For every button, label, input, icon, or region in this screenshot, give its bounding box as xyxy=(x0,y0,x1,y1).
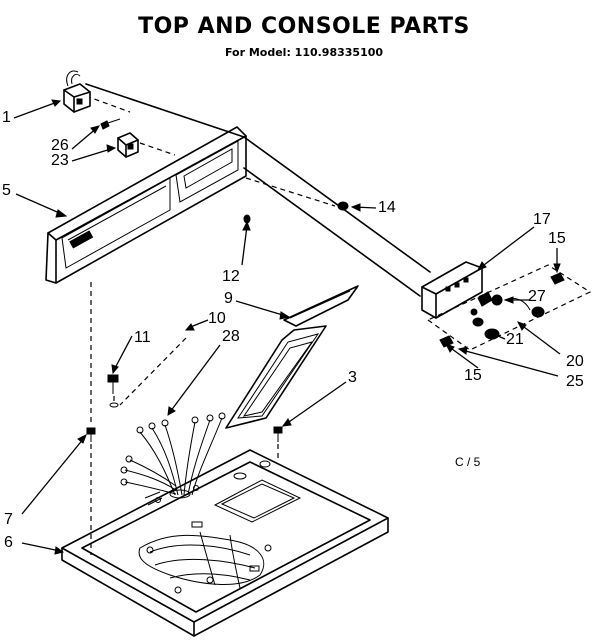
screw-part-3 xyxy=(273,426,283,462)
window-frame-part-9 xyxy=(225,285,359,429)
end-bracket-part-17 xyxy=(421,261,483,319)
callout-12: 12 xyxy=(222,268,240,285)
screw-part-26 xyxy=(100,118,121,130)
screw-part-10 xyxy=(119,337,187,406)
callout-9: 9 xyxy=(224,290,233,307)
leader-lines xyxy=(13,99,561,555)
model-subtitle: For Model: 110.98335100 xyxy=(224,46,384,59)
diagram-title: TOP AND CONSOLE PARTS xyxy=(138,14,470,39)
screw-part-7 xyxy=(86,282,96,555)
switch-part-1 xyxy=(63,70,91,113)
callout-20: 20 xyxy=(566,353,584,370)
console-part-5 xyxy=(45,126,247,284)
callout-15-upper: 15 xyxy=(548,230,566,247)
wire-harness-part-28 xyxy=(120,412,226,506)
top-panel-part-6 xyxy=(61,449,389,637)
screw-part-14 xyxy=(245,177,349,211)
control-parts-20-21-27 xyxy=(426,264,592,351)
callout-28: 28 xyxy=(222,328,240,345)
callout-7: 7 xyxy=(4,511,13,528)
callout-23: 23 xyxy=(51,152,69,169)
callout-26: 26 xyxy=(51,137,69,154)
bracket-part-23 xyxy=(117,132,139,158)
callout-21: 21 xyxy=(506,331,524,348)
callout-11: 11 xyxy=(134,329,151,346)
screw-part-11 xyxy=(107,374,119,408)
callout-27: 27 xyxy=(528,288,546,305)
page-code: C / 5 xyxy=(455,455,481,469)
callout-25: 25 xyxy=(566,373,584,390)
top-rail xyxy=(85,83,431,297)
screw-part-15-upper xyxy=(550,272,565,285)
callout-3: 3 xyxy=(348,369,357,386)
callout-15-lower: 15 xyxy=(464,367,482,384)
callout-14: 14 xyxy=(378,199,396,216)
wire-harness-lower xyxy=(138,521,272,594)
callout-6: 6 xyxy=(4,534,13,551)
callout-10: 10 xyxy=(208,310,226,327)
screw-part-15-lower xyxy=(439,335,454,348)
callout-1: 1 xyxy=(2,109,11,126)
callout-5: 5 xyxy=(2,182,11,199)
callout-17: 17 xyxy=(533,211,551,228)
